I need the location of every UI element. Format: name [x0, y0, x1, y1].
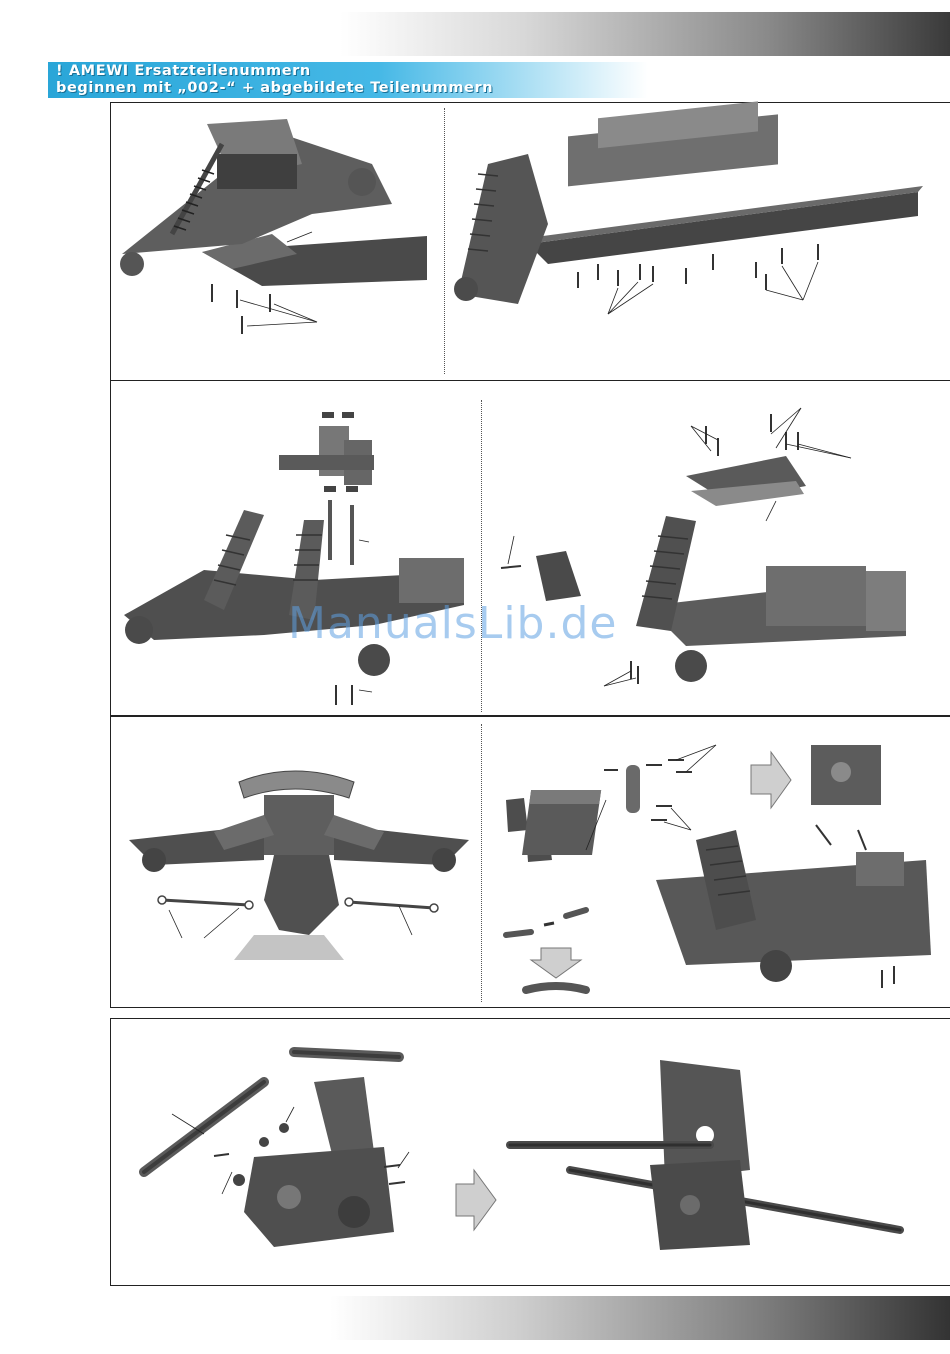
right-arrow-icon	[456, 1170, 496, 1230]
parts-number-banner: ! AMEWI Ersatzteilenummern beginnen mit …	[48, 62, 648, 98]
assembly-arrow	[452, 1168, 500, 1232]
header-gradient-bar	[340, 12, 950, 56]
banner-line-1: ! AMEWI Ersatzteilenummern	[56, 63, 311, 79]
footer-gradient-bar	[330, 1296, 950, 1340]
main-chassis-assembly-illustration	[448, 104, 948, 380]
front-bumper-turnbuckle-illustration	[114, 720, 476, 1006]
servo-installation-illustration	[486, 720, 950, 1006]
front-suspension-skidplate-illustration	[112, 104, 442, 380]
manualslib-watermark: ManualsLib.de	[288, 598, 617, 649]
front-steering-assembly-illustration	[486, 396, 950, 712]
down-arrow-icon	[531, 948, 581, 978]
banner-line-2: beginnen mit „002-“ + abgebildete Teilen…	[56, 80, 493, 96]
shock-tower-mount-illustration	[114, 400, 476, 710]
panel-2-divider	[481, 400, 482, 712]
gearbox-exploded-illustration	[114, 1022, 444, 1284]
panel-1-divider	[444, 108, 445, 374]
right-arrow-icon	[751, 752, 791, 808]
panel-3-divider	[481, 724, 482, 1002]
gearbox-assembled-illustration	[500, 1050, 940, 1282]
